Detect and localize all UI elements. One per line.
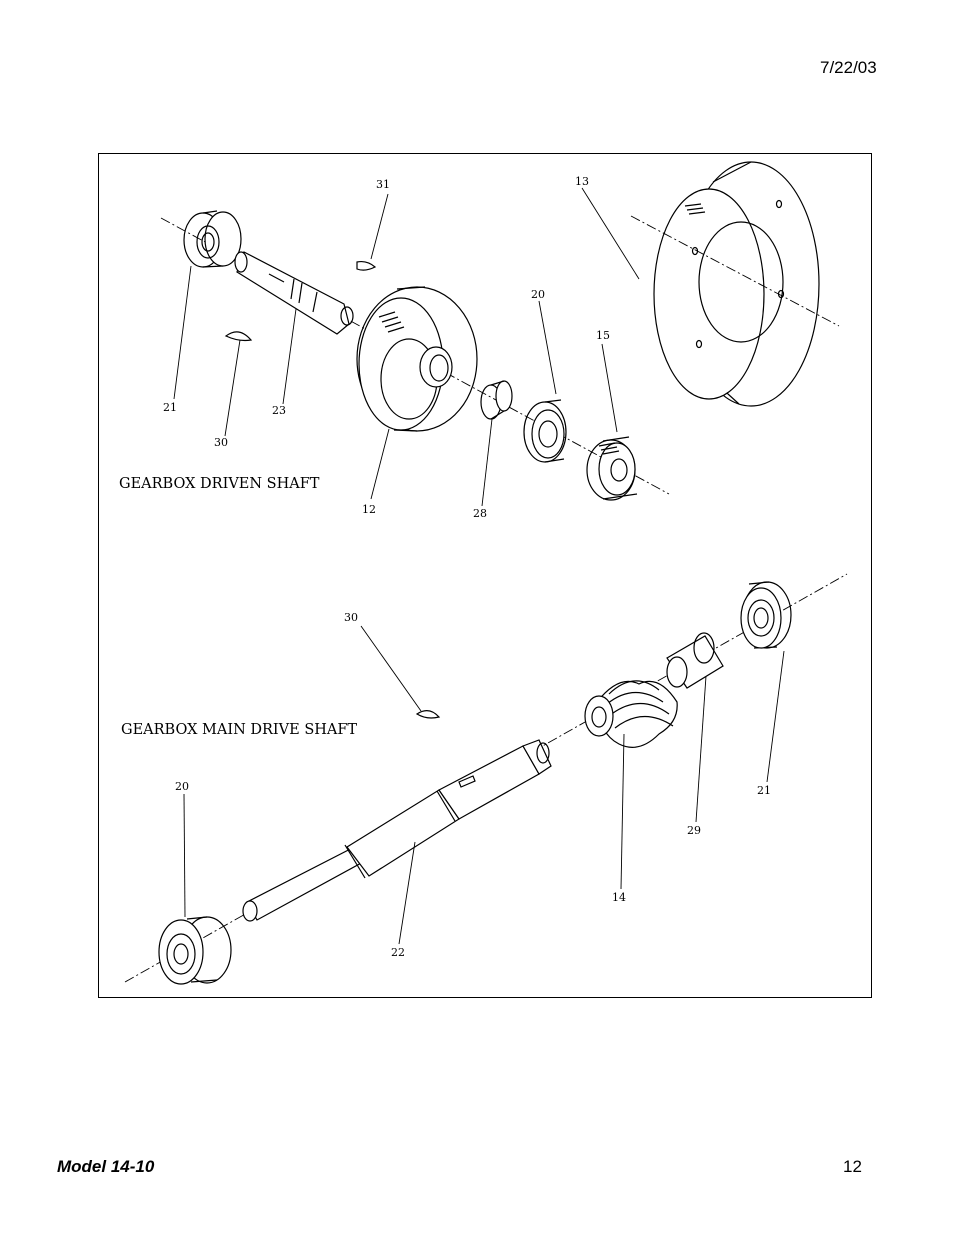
part-label-21-top: 21	[163, 401, 177, 414]
part-label-31: 31	[376, 178, 390, 191]
bearing-20-top	[523, 399, 567, 463]
part-label-20-top: 20	[531, 288, 545, 301]
key-30-bottom	[415, 710, 441, 719]
collar-15	[586, 436, 638, 501]
part-label-20-bottom: 20	[175, 780, 189, 793]
bearing-21-bottom	[740, 581, 792, 649]
main-drive-shaft-assembly: GEARBOX MAIN DRIVE SHAFT 30 21 29 20 14 …	[121, 573, 848, 985]
part-label-13: 13	[575, 175, 589, 188]
housing-cover-13	[630, 161, 840, 407]
page-number: 12	[843, 1157, 862, 1176]
worm-gear-12	[356, 286, 478, 432]
leader-lines-driven	[173, 187, 640, 507]
bearing-20-bottom	[158, 916, 232, 985]
part-label-23: 23	[272, 404, 286, 417]
part-label-12: 12	[362, 503, 376, 516]
part-label-29: 29	[687, 824, 701, 837]
main-drive-shaft-22	[242, 739, 552, 922]
worm-14	[584, 680, 678, 748]
spacer-28	[480, 380, 513, 420]
parts-diagram-frame: GEARBOX DRIVEN SHAFT 31 13 20 15 21 23 3…	[98, 153, 872, 998]
part-label-15: 15	[596, 329, 610, 342]
part-label-30-top: 30	[214, 436, 228, 449]
driven-shaft-assembly: GEARBOX DRIVEN SHAFT 31 13 20 15 21 23 3…	[119, 161, 840, 520]
key-31	[356, 260, 377, 271]
part-label-22: 22	[391, 946, 405, 959]
part-label-30-bottom: 30	[344, 611, 358, 624]
part-label-21-bottom: 21	[757, 784, 771, 797]
part-label-28: 28	[473, 507, 487, 520]
sleeve-29	[666, 632, 724, 689]
model-name: Model 14-10	[57, 1157, 155, 1176]
exploded-view-diagram: GEARBOX DRIVEN SHAFT 31 13 20 15 21 23 3…	[119, 161, 848, 985]
key-30-top	[224, 331, 253, 342]
shaft-23	[234, 251, 354, 335]
driven-shaft-title: GEARBOX DRIVEN SHAFT	[119, 476, 320, 492]
bearing-21-top	[183, 210, 242, 268]
main-drive-shaft-title: GEARBOX MAIN DRIVE SHAFT	[121, 722, 357, 738]
leader-lines-main	[183, 625, 785, 945]
revision-date: 7/22/03	[820, 58, 877, 77]
part-label-14: 14	[612, 891, 626, 904]
